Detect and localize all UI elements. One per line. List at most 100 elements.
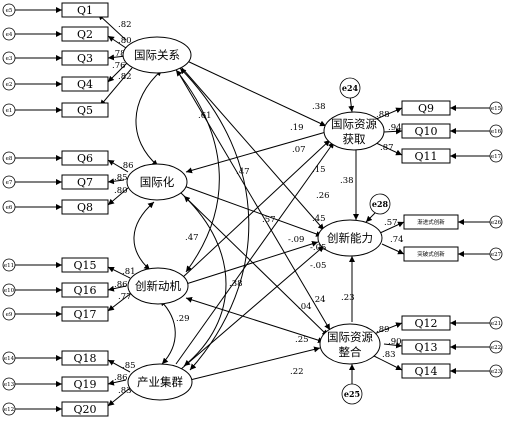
error-label-e1: e1 xyxy=(6,108,13,114)
error-e10 xyxy=(2,283,16,297)
error-label-e7: e7 xyxy=(6,180,13,186)
indicator-q1: Q1 xyxy=(77,4,93,17)
latent-label-international-relations: 国际关系 xyxy=(134,48,180,62)
path-relations-to-capability xyxy=(181,67,325,231)
loading-q5: .82 xyxy=(118,72,132,82)
latent-international-relations xyxy=(122,36,192,74)
latent-label-innovation-motivation: 创新动机 xyxy=(135,279,181,293)
error-label-e23: e23 xyxy=(491,369,502,375)
indicator-box-q6 xyxy=(61,150,109,166)
correlation-coefficients: .61 .47 .57 .47 .38 .29 xyxy=(176,111,276,324)
latent-label-innovation-capability: 创新能力 xyxy=(327,231,373,245)
error-label-e15: e15 xyxy=(491,106,502,112)
error-label-e9: e9 xyxy=(6,312,13,318)
latent-internationalization xyxy=(126,163,188,201)
error-label-e16: e16 xyxy=(491,129,502,135)
corr-label-relations-motivation: .47 xyxy=(236,167,250,177)
path-coefficients: .38 .19 .07 .15 .26 .45 -.09 -.05 -.05 .… xyxy=(288,102,355,377)
error-e28 xyxy=(369,193,391,215)
corr-label-relations-internationalization: .61 xyxy=(198,111,212,121)
latent-label-industrial-cluster: 产业集群 xyxy=(137,375,183,389)
error-label-e3: e3 xyxy=(6,56,13,62)
corr-internationalization-motivation xyxy=(133,201,155,271)
indicator-q8: Q8 xyxy=(77,201,93,214)
loading-q16: .86 xyxy=(114,280,128,290)
corr-relations-internationalization xyxy=(135,69,163,167)
block-innovation-motivation: e11 e10 e9 Q15 Q16 Q17 .81 .86 .77 创新动机 xyxy=(2,257,189,322)
error-e7 xyxy=(2,175,16,189)
path-motivation-to-acquisition xyxy=(181,139,331,279)
indicator-q10: Q10 xyxy=(414,125,437,138)
error-label-e5: e5 xyxy=(6,8,13,14)
error-label-e6: e6 xyxy=(6,205,13,211)
error-e8 xyxy=(2,151,16,165)
indicator-q18: Q18 xyxy=(73,352,96,365)
error-e9 xyxy=(2,307,16,321)
loading-q2: .80 xyxy=(118,36,132,46)
latent-industrial-cluster xyxy=(127,363,193,401)
corr-motivation-cluster xyxy=(159,299,176,365)
latent-innovation-motivation xyxy=(127,267,189,305)
error-label-e27: e27 xyxy=(491,252,502,258)
path-motivation-to-capability xyxy=(185,240,319,285)
corr-label-motivation-cluster: .29 xyxy=(176,314,190,324)
indicator-box-q9 xyxy=(401,100,451,116)
loading-gradual: .57 xyxy=(384,218,398,228)
indicator-box-q13 xyxy=(401,339,451,355)
error-label-e14: e14 xyxy=(4,356,15,362)
loading-q11: .87 xyxy=(380,143,394,153)
loading-q4: .76 xyxy=(112,61,126,71)
path-relations-to-integration xyxy=(177,71,331,331)
error-e25 xyxy=(341,383,363,405)
indicator-box-q5 xyxy=(61,102,109,118)
latent-label-internationalization: 国际化 xyxy=(140,175,175,189)
latent-label-resource-integration-line2: 整合 xyxy=(339,345,362,359)
indicator-q20: Q20 xyxy=(73,403,96,416)
coef-integration-capability: .23 xyxy=(341,293,355,303)
error-e5 xyxy=(2,3,16,17)
error-label-e21: e21 xyxy=(491,321,501,327)
corr-label-internationalization-cluster: .38 xyxy=(229,279,243,289)
error-e23 xyxy=(489,364,503,378)
error-e17 xyxy=(489,149,503,163)
error-e14 xyxy=(2,351,16,365)
indicator-q4: Q4 xyxy=(77,78,93,91)
indicator-box-q19 xyxy=(61,376,109,392)
error-e24 xyxy=(339,77,361,99)
corr-internationalization-cluster xyxy=(183,195,227,367)
loading-q8: .80 xyxy=(114,186,128,196)
indicator-gradual-innovation: 渐进式创新 xyxy=(417,218,445,226)
coef-motivation-integration-25: .25 xyxy=(295,335,309,345)
loading-q1: .82 xyxy=(118,20,132,30)
indicator-radical-innovation: 突破式创新 xyxy=(417,250,445,258)
indicator-box-gradual xyxy=(403,214,459,230)
corr-relations-cluster xyxy=(179,67,250,371)
indicator-box-q18 xyxy=(61,350,109,366)
error-label-e12: e12 xyxy=(4,407,14,413)
coef-cluster-capability-top: -.05 xyxy=(310,243,326,253)
coef-cluster-capability: -.05 xyxy=(310,261,326,271)
correlation-curves xyxy=(133,67,250,371)
loading-q19: .86 xyxy=(114,373,128,383)
indicator-q2: Q2 xyxy=(77,28,93,41)
indicator-box-q16 xyxy=(61,282,109,298)
block-resource-acquisition: e24 国际资源 获取 Q9 Q10 Q11 .88 .94 .87 e15 e… xyxy=(323,77,503,164)
loading-q13: .90 xyxy=(388,337,402,347)
coef-internationalization-integration: .24 xyxy=(312,295,326,305)
error-label-e17: e17 xyxy=(491,154,502,160)
error-label-e25: e25 xyxy=(344,389,360,399)
error-label-e26: e26 xyxy=(491,220,502,226)
indicator-q5: Q5 xyxy=(77,104,93,117)
error-e3 xyxy=(2,51,16,65)
error-e6 xyxy=(2,200,16,214)
path-internationalization-to-capability xyxy=(183,185,323,237)
loading-q6: .86 xyxy=(120,161,134,171)
loading-q3: .78 xyxy=(112,49,126,59)
block-internationalization: e8 e7 e6 Q6 Q7 Q8 .86 .85 .80 国际化 xyxy=(2,150,188,215)
loading-q10: .94 xyxy=(388,123,402,133)
error-e15 xyxy=(489,101,503,115)
loading-q20: .83 xyxy=(118,386,132,396)
indicator-box-radical xyxy=(403,246,459,262)
coef-motivation-capability: -.09 xyxy=(288,235,304,245)
